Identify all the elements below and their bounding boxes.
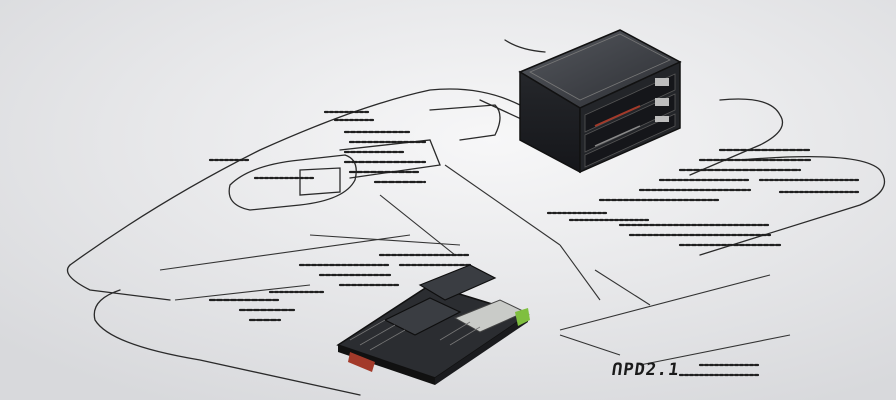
scribble-text <box>208 110 862 377</box>
circuit-board-icon <box>336 264 530 385</box>
caption-text: ՈPD2.1 <box>610 360 681 380</box>
server-rack-icon <box>518 29 682 174</box>
connector-lines <box>159 164 791 366</box>
